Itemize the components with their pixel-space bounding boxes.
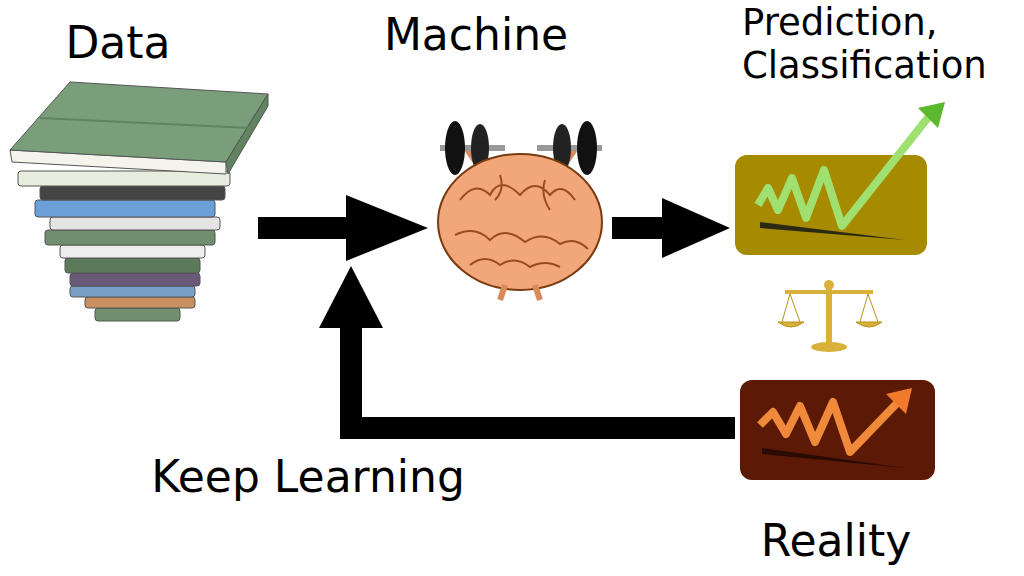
arrow-shaft [612,217,663,239]
flow-arrow [258,195,428,261]
brain-figure [438,121,602,300]
node-heading: Machine [384,10,568,61]
arrow-shaft [258,217,347,239]
arrow-shaft [351,327,735,428]
arrow-head [319,266,383,328]
data-node: Data [0,10,258,330]
reality-node: Reality [735,378,940,572]
flow-arrow [612,198,730,258]
node-heading: Data [65,18,170,69]
flow-arrow [319,266,735,428]
reality-chart [740,380,935,480]
book-stack [10,82,268,321]
prediction-node: Prediction, Classification [730,0,1020,262]
edge-label: Keep Learning [151,452,465,503]
node-heading: Prediction, Classification [742,2,1020,87]
arrow-head [662,198,730,258]
edge-label-holder: Keep Learning [0,0,314,51]
prediction-chart [735,102,945,255]
arrow-head [346,195,428,261]
node-heading: Reality [761,516,911,567]
machine-node: Machine [428,0,612,295]
balance-scale [778,280,882,352]
